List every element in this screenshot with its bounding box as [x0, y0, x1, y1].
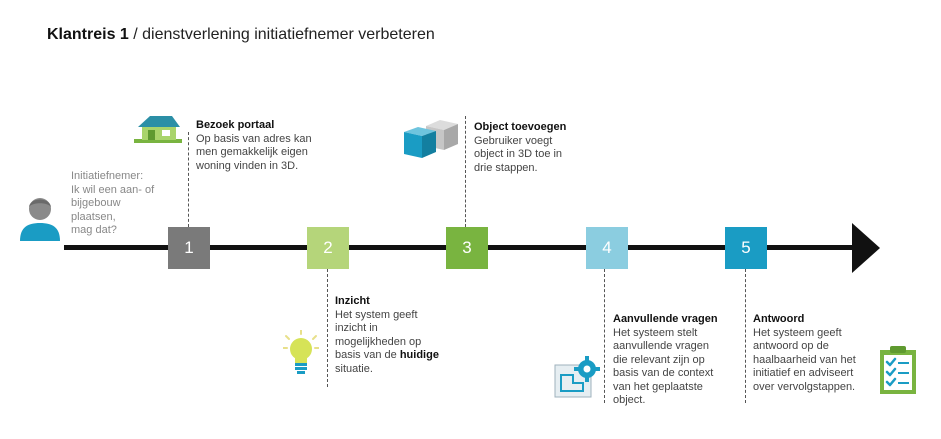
connector-step-4 — [604, 269, 605, 403]
checklist-icon — [880, 346, 916, 394]
step-3-box: 3 — [446, 227, 488, 269]
connector-step-5 — [745, 269, 746, 403]
persona-text: Initiatiefnemer: Ik wil een aan- of bijg… — [71, 170, 155, 236]
step-1-box: 1 — [168, 227, 210, 269]
step-2-text: Inzicht Het system geeft inzicht in moge… — [335, 295, 439, 375]
step-4-box: 4 — [586, 227, 628, 269]
user-avatar-icon — [20, 198, 60, 241]
lightbulb-icon — [283, 330, 319, 374]
page-title: Klantreis 1 / dienstverlening initiatief… — [47, 26, 435, 43]
step-3-text: Object toevoegen Gebruiker voegt object … — [474, 121, 567, 174]
step-5-text: Antwoord Het systeem geeft antwoord op d… — [753, 313, 856, 393]
house-icon — [134, 116, 182, 143]
timeline-arrowhead — [852, 223, 880, 273]
step-1-text: Bezoek portaal Op basis van adres kan me… — [196, 119, 312, 172]
connector-step-1 — [188, 132, 189, 227]
connector-step-3 — [465, 116, 466, 227]
connector-step-2 — [327, 269, 328, 387]
step-4-text: Aanvullende vragen Het systeem stelt aan… — [613, 313, 718, 406]
step-2-box: 2 — [307, 227, 349, 269]
3d-object-icon — [404, 120, 458, 158]
blueprint-gear-icon — [554, 356, 600, 398]
step-5-box: 5 — [725, 227, 767, 269]
